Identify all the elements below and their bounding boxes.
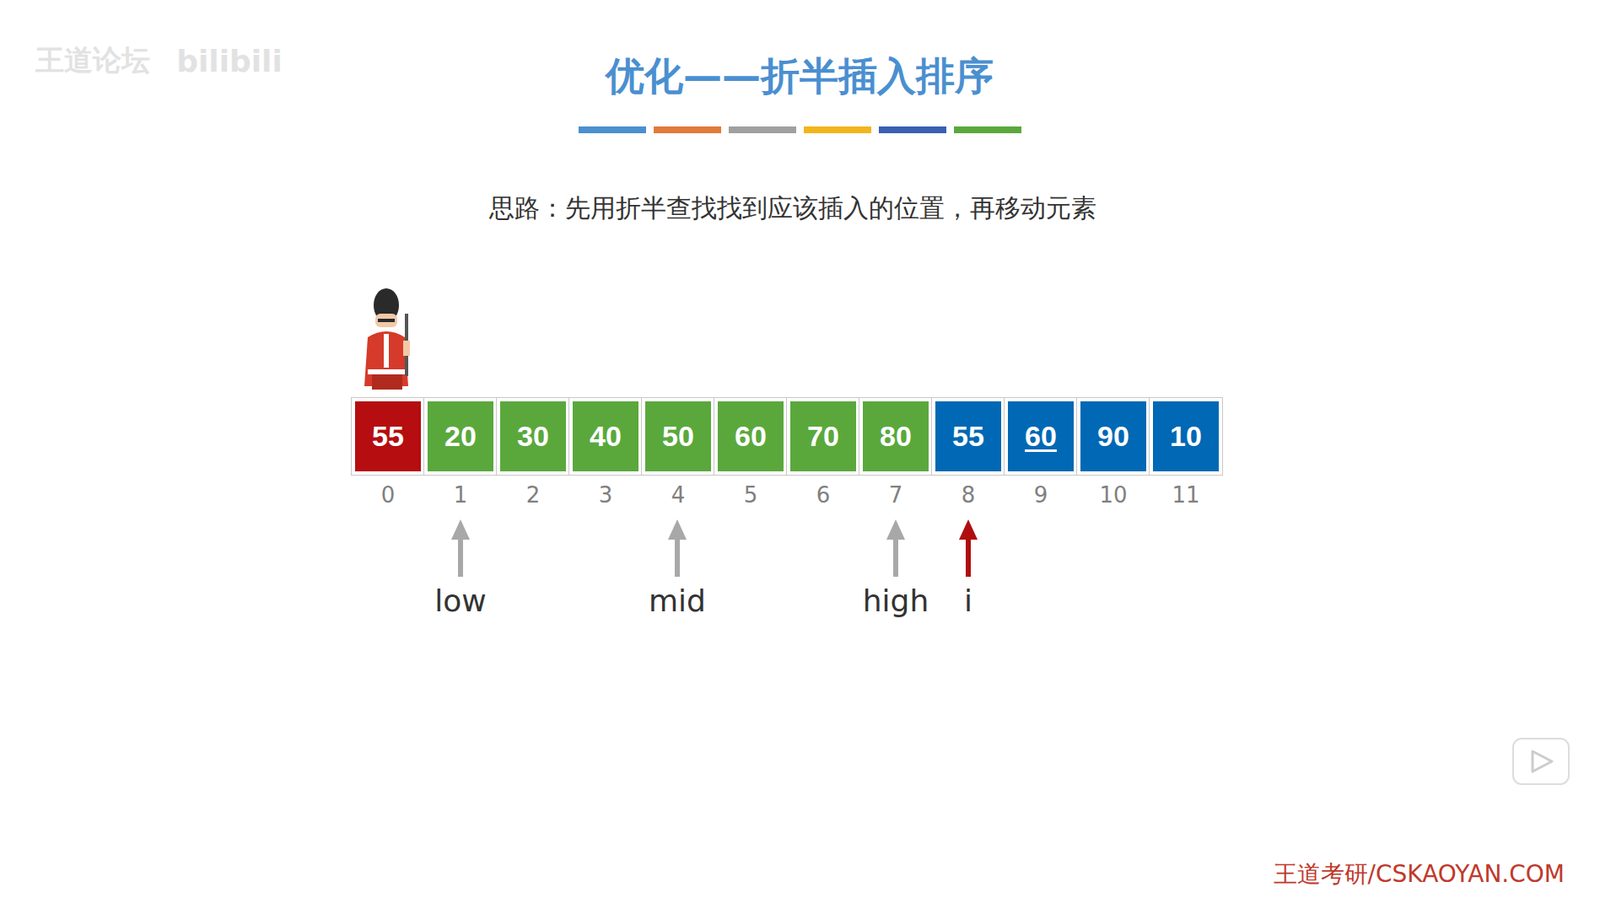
array-cell: 55 bbox=[351, 398, 425, 475]
footer: 王道考研/CSKAOYAN.COM bbox=[1273, 858, 1565, 891]
watermark: bilibili bbox=[176, 43, 283, 79]
index-number: 5 bbox=[743, 482, 759, 508]
pointer-label: low bbox=[434, 583, 486, 619]
array-cell: 80 bbox=[859, 398, 932, 475]
index-number: 7 bbox=[888, 482, 904, 508]
cell-value: 60 bbox=[1024, 420, 1057, 453]
cell-value: 20 bbox=[444, 420, 477, 453]
array-cell: 50 bbox=[641, 398, 715, 475]
index-number: 3 bbox=[598, 482, 614, 508]
array-cell: 20 bbox=[424, 398, 497, 475]
cell-value: 30 bbox=[517, 420, 550, 453]
cell-value: 80 bbox=[879, 420, 912, 453]
index-number: 0 bbox=[381, 482, 396, 508]
index-number: 2 bbox=[526, 482, 541, 508]
cell-value: 50 bbox=[662, 420, 695, 453]
index-number: 1 bbox=[453, 482, 469, 508]
array-cell: 40 bbox=[569, 398, 642, 475]
array-cell: 70 bbox=[786, 398, 860, 475]
pointer-label: i bbox=[964, 583, 973, 619]
cell-value: 60 bbox=[734, 420, 767, 453]
play-icon bbox=[1513, 738, 1569, 785]
cell-value: 70 bbox=[807, 420, 840, 453]
title-bars bbox=[578, 126, 1022, 134]
array-cell: 30 bbox=[496, 398, 570, 475]
index-number: 11 bbox=[1171, 482, 1200, 508]
cell-value: 40 bbox=[589, 420, 622, 453]
guard-figure bbox=[364, 288, 410, 390]
array-cell: 60 bbox=[1004, 398, 1078, 475]
index-number: 10 bbox=[1098, 482, 1127, 508]
cell-value: 55 bbox=[371, 420, 405, 453]
index-number: 8 bbox=[961, 482, 976, 508]
cell-value: 55 bbox=[952, 420, 985, 453]
index-number: 6 bbox=[816, 482, 831, 508]
array-cell: 55 bbox=[931, 398, 1005, 475]
array-cell: 10 bbox=[1149, 398, 1223, 475]
pointer-label: high bbox=[862, 583, 930, 619]
subtitle: 思路：先用折半查找找到应该插入的位置，再移动元素 bbox=[489, 191, 1097, 227]
index-number: 9 bbox=[1034, 482, 1049, 508]
watermark: 王道论坛 bbox=[35, 41, 151, 81]
title: 优化——折半插入排序 bbox=[605, 50, 994, 103]
cell-value: 90 bbox=[1097, 420, 1130, 453]
array-cell: 60 bbox=[714, 398, 787, 475]
pointer-arrows bbox=[451, 519, 978, 577]
pointer-label: mid bbox=[648, 583, 706, 619]
index-number: 4 bbox=[671, 482, 686, 508]
array-cell: 90 bbox=[1077, 398, 1150, 475]
cell-value: 10 bbox=[1169, 420, 1202, 453]
